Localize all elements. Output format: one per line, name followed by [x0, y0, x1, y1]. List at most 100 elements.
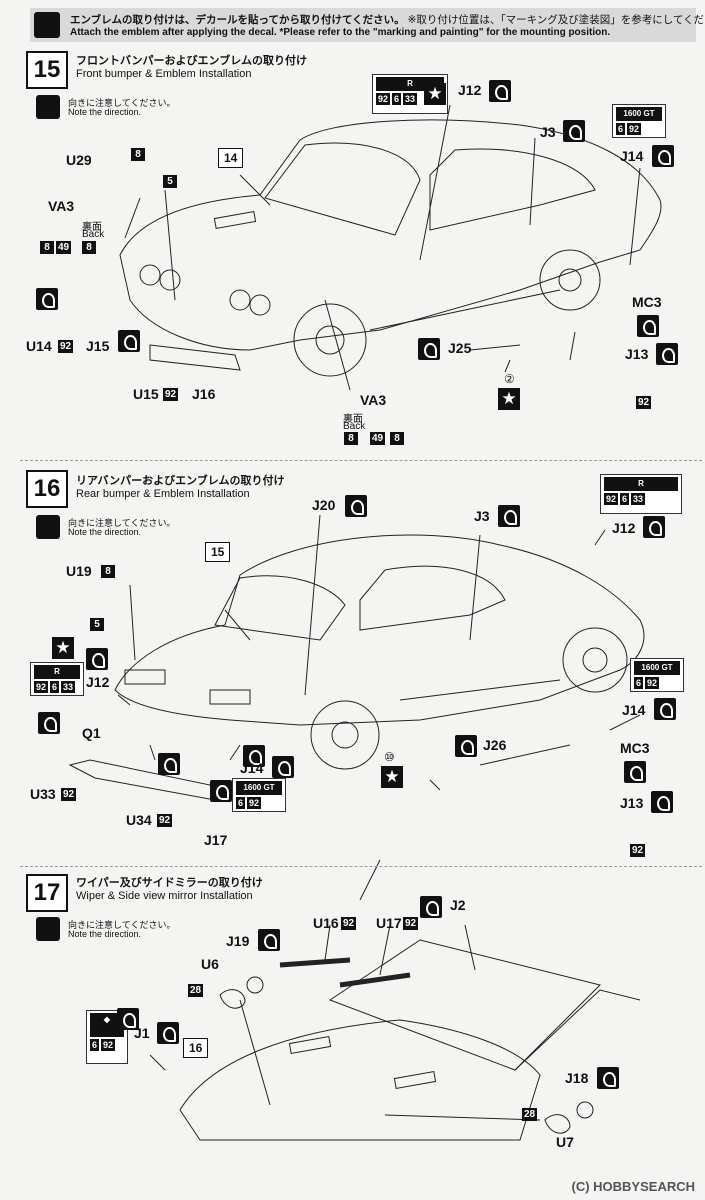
step-16-title-jp: リアバンパーおよびエンブレムの取り付け — [76, 475, 285, 487]
step-number-17: 17 — [26, 874, 68, 912]
car16-side-window — [359, 565, 506, 631]
gtr-label: 1600 GT — [634, 661, 680, 675]
label-j13: J13 — [625, 346, 649, 362]
direction-note-jp: 向きに注意してください。 — [68, 920, 176, 930]
label-j12: J12 — [458, 82, 482, 98]
step-15-title-jp: フロントバンパーおよびエンブレムの取り付け — [76, 55, 307, 67]
box-5: 5 — [163, 175, 177, 188]
u33-num: 92 — [61, 788, 77, 801]
glue-icon — [489, 80, 511, 102]
label-j17: J17 — [204, 832, 228, 848]
direction-note-jp: 向きに注意してください。 — [68, 98, 176, 108]
left-num-2: 6 — [50, 681, 60, 693]
glue-icon — [157, 1022, 179, 1044]
label-ura: 裏面 — [82, 222, 102, 233]
car16-taillight-left — [124, 669, 166, 685]
label-j3: J3 — [474, 508, 490, 524]
mid-num-2: 92 — [247, 797, 262, 809]
label-back: Back — [82, 229, 105, 240]
j12r-num-2: 6 — [620, 493, 630, 505]
car16-rear-wheel — [310, 700, 380, 770]
j14-num-1: 6 — [616, 123, 626, 135]
glue-icon — [243, 745, 265, 767]
step-15-title-en: Front bumper & Emblem Installation — [76, 68, 252, 80]
watermark: (C) HOBBYSEARCH — [571, 1179, 696, 1194]
direction-arrow-icon — [624, 761, 646, 783]
glue-icon — [654, 698, 676, 720]
car17-hood-vent-1 — [288, 1036, 332, 1054]
num-28-left: 28 — [188, 984, 204, 997]
part-16: 16 — [183, 1038, 209, 1058]
car15-headlight-2 — [159, 269, 181, 291]
u16-num: 92 — [341, 917, 357, 930]
step-17-title-en: Wiper & Side view mirror Installation — [76, 890, 253, 902]
label-u29: U29 — [66, 152, 92, 168]
label-j16: J16 — [192, 386, 216, 402]
label-u7: U7 — [556, 1134, 574, 1150]
glue-icon — [345, 495, 367, 517]
glue-icon — [86, 648, 108, 670]
warning-icon — [34, 12, 60, 38]
car16-taillight-right — [209, 689, 251, 705]
star-icon: ★ — [424, 83, 446, 105]
car16-rear-hub — [331, 721, 359, 749]
j12-num-1: 92 — [376, 93, 391, 105]
label-u19: U19 — [66, 563, 92, 579]
car17-wiper-right — [339, 972, 411, 988]
car15-body — [119, 119, 662, 351]
label-u33: U33 — [30, 786, 56, 802]
car15-side-moulding — [369, 289, 561, 331]
gtr-label: 1600 GT — [616, 107, 662, 121]
glue-icon — [651, 791, 673, 813]
u14-num: 92 — [58, 340, 74, 353]
direction-warning-icon — [36, 917, 60, 941]
gtr-label: 1600 GT — [236, 781, 282, 795]
label-j2: J2 — [450, 897, 466, 913]
label-u17: U17 — [376, 915, 402, 931]
label-j18: J18 — [565, 1070, 589, 1086]
car15-windshield — [264, 142, 421, 236]
box-8: 8 — [131, 148, 145, 161]
direction-warning-icon — [36, 515, 60, 539]
circle-10: ⑩ — [384, 750, 395, 764]
car16-front-hub — [582, 647, 608, 673]
u15-num: 92 — [163, 388, 179, 401]
car17-mirror-right-glass — [576, 1101, 594, 1119]
right-num-1: 6 — [634, 677, 644, 689]
direction-note-en: Note the direction. — [68, 527, 142, 537]
car17-hood — [179, 1019, 541, 1141]
car17-windshield — [328, 939, 601, 1071]
banner-jp-note: ※取り付け位置は、「マーキング及び塗装図」を参考にしてください。 — [407, 14, 705, 26]
car16-rear-window — [214, 575, 346, 641]
section-divider — [20, 866, 702, 867]
glue-icon — [38, 712, 60, 734]
label-j26: J26 — [483, 737, 507, 753]
label-j13: J13 — [620, 795, 644, 811]
step-17-title-jp: ワイパー及びサイドミラーの取り付け — [76, 877, 263, 889]
direction-warning-icon — [36, 95, 60, 119]
j12-num-2: 6 — [392, 93, 402, 105]
direction-note-en: Note the direction. — [68, 107, 142, 117]
label-q1: Q1 — [82, 725, 101, 741]
left-num-3: 33 — [61, 681, 76, 693]
va3b-num-1: 8 — [344, 432, 358, 445]
left-num-1: 92 — [34, 681, 49, 693]
j12r-num-3: 33 — [631, 493, 646, 505]
glue-icon — [272, 756, 294, 778]
label-j19: J19 — [226, 933, 250, 949]
section-divider — [20, 460, 702, 461]
part-14: 14 — [218, 148, 244, 168]
j1-num-2: 92 — [101, 1039, 116, 1051]
glue-icon — [455, 735, 477, 757]
glue-icon — [656, 343, 678, 365]
label-mc3: MC3 — [620, 740, 650, 756]
banner-jp: エンブレムの取り付けは、デカールを貼ってから取り付けてください。 ※取り付け位置… — [70, 12, 705, 27]
glue-icon — [643, 516, 665, 538]
car15-front-bumper — [149, 344, 241, 371]
label-va3-lower: VA3 — [360, 392, 387, 408]
